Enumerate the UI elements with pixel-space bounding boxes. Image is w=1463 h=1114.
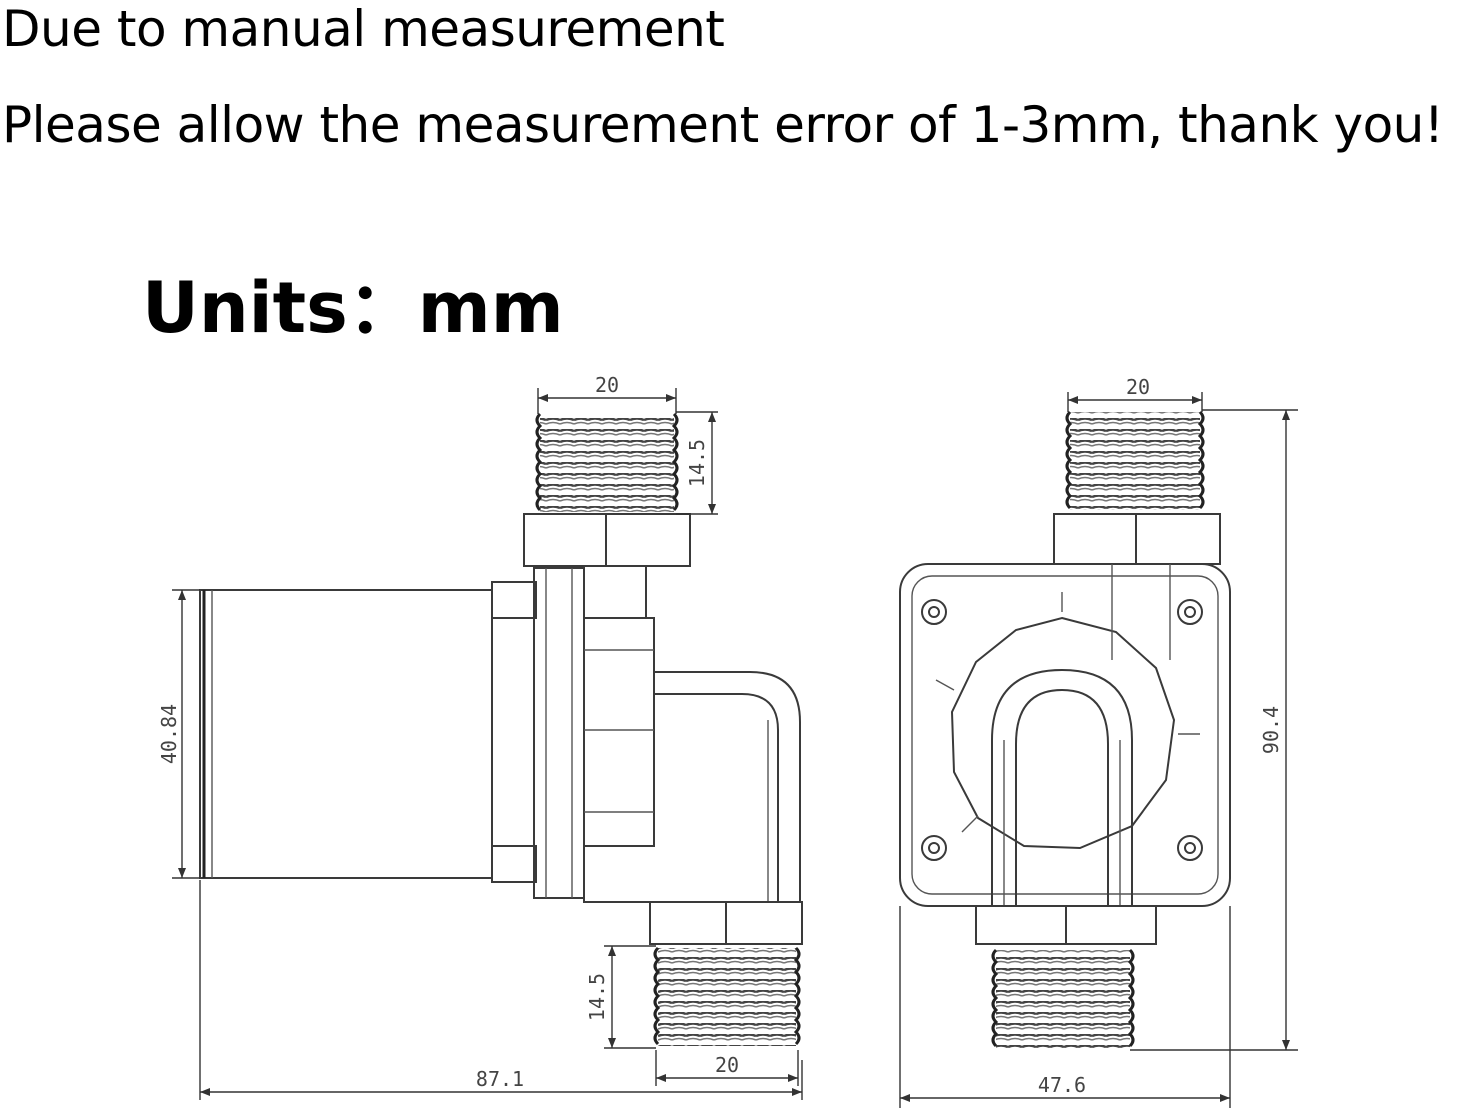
screw-top-left xyxy=(921,599,947,625)
dim-front-total-width: 47.6 xyxy=(1038,1073,1086,1097)
dim-side-motor-diameter: 40.84 xyxy=(157,704,181,764)
units-label: Units：mm xyxy=(142,267,564,349)
dim-front-total-height: 90.4 xyxy=(1259,706,1283,754)
dim-front-top-width: 20 xyxy=(1126,375,1150,399)
dim-side-bottom-thread-height: 14.5 xyxy=(585,973,609,1021)
dim-side-top-width: 20 xyxy=(595,373,619,397)
screw-bottom-right xyxy=(1177,835,1203,861)
dim-side-top-thread-height: 14.5 xyxy=(685,439,709,487)
screw-bottom-left xyxy=(921,835,947,861)
measurement-note-line-2: Please allow the measurement error of 1-… xyxy=(2,96,1444,154)
measurement-note-line-1: Due to manual measurement xyxy=(2,0,725,58)
dim-side-total-length: 87.1 xyxy=(476,1067,524,1091)
front-view: 20 90.4 47.6 xyxy=(899,375,1298,1108)
screw-top-right xyxy=(1177,599,1203,625)
side-view: 20 14.5 40.84 14.5 20 87. xyxy=(157,373,803,1100)
dim-side-bottom-width: 20 xyxy=(715,1053,739,1077)
